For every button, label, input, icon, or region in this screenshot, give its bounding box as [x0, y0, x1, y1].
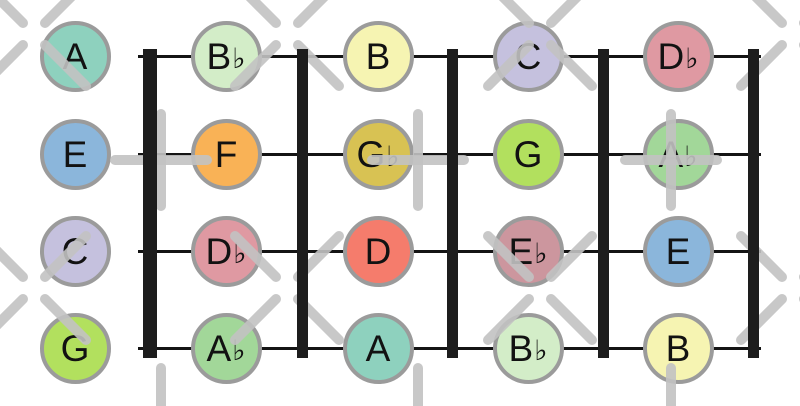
note-circle-A: A — [342, 312, 414, 384]
note-letter: B — [665, 327, 691, 369]
note-letter: D — [205, 230, 233, 272]
note-circle-B: B — [642, 312, 714, 384]
note-letter: E — [62, 133, 88, 175]
note-letter: D — [364, 230, 392, 272]
note-letter: G — [513, 133, 543, 175]
note-letter: D — [657, 35, 685, 77]
note-circle-F: F — [190, 118, 262, 190]
note-circle-B: B — [342, 20, 414, 92]
fret-bar-1 — [297, 49, 308, 358]
fret-bar-2 — [447, 49, 458, 358]
fret-bar-4 — [748, 49, 759, 358]
fret-bar-3 — [598, 49, 609, 358]
note-letter: B — [206, 35, 232, 77]
note-letter: A — [206, 327, 232, 369]
note-letter: G — [356, 133, 386, 175]
note-circle-Db: D♭ — [642, 20, 714, 92]
note-letter: A — [365, 327, 391, 369]
note-circle-E: E — [642, 215, 714, 287]
flat-symbol-icon: ♭ — [534, 334, 548, 367]
nut-bar — [143, 49, 157, 358]
note-letter: E — [665, 230, 691, 272]
flat-symbol-icon: ♭ — [534, 237, 548, 270]
flat-symbol-icon: ♭ — [685, 42, 699, 75]
note-letter: F — [214, 133, 238, 175]
note-circle-G: G — [492, 118, 564, 190]
note-circle-E: E — [39, 118, 111, 190]
note-circle-D: D — [342, 215, 414, 287]
note-letter: B — [365, 35, 391, 77]
